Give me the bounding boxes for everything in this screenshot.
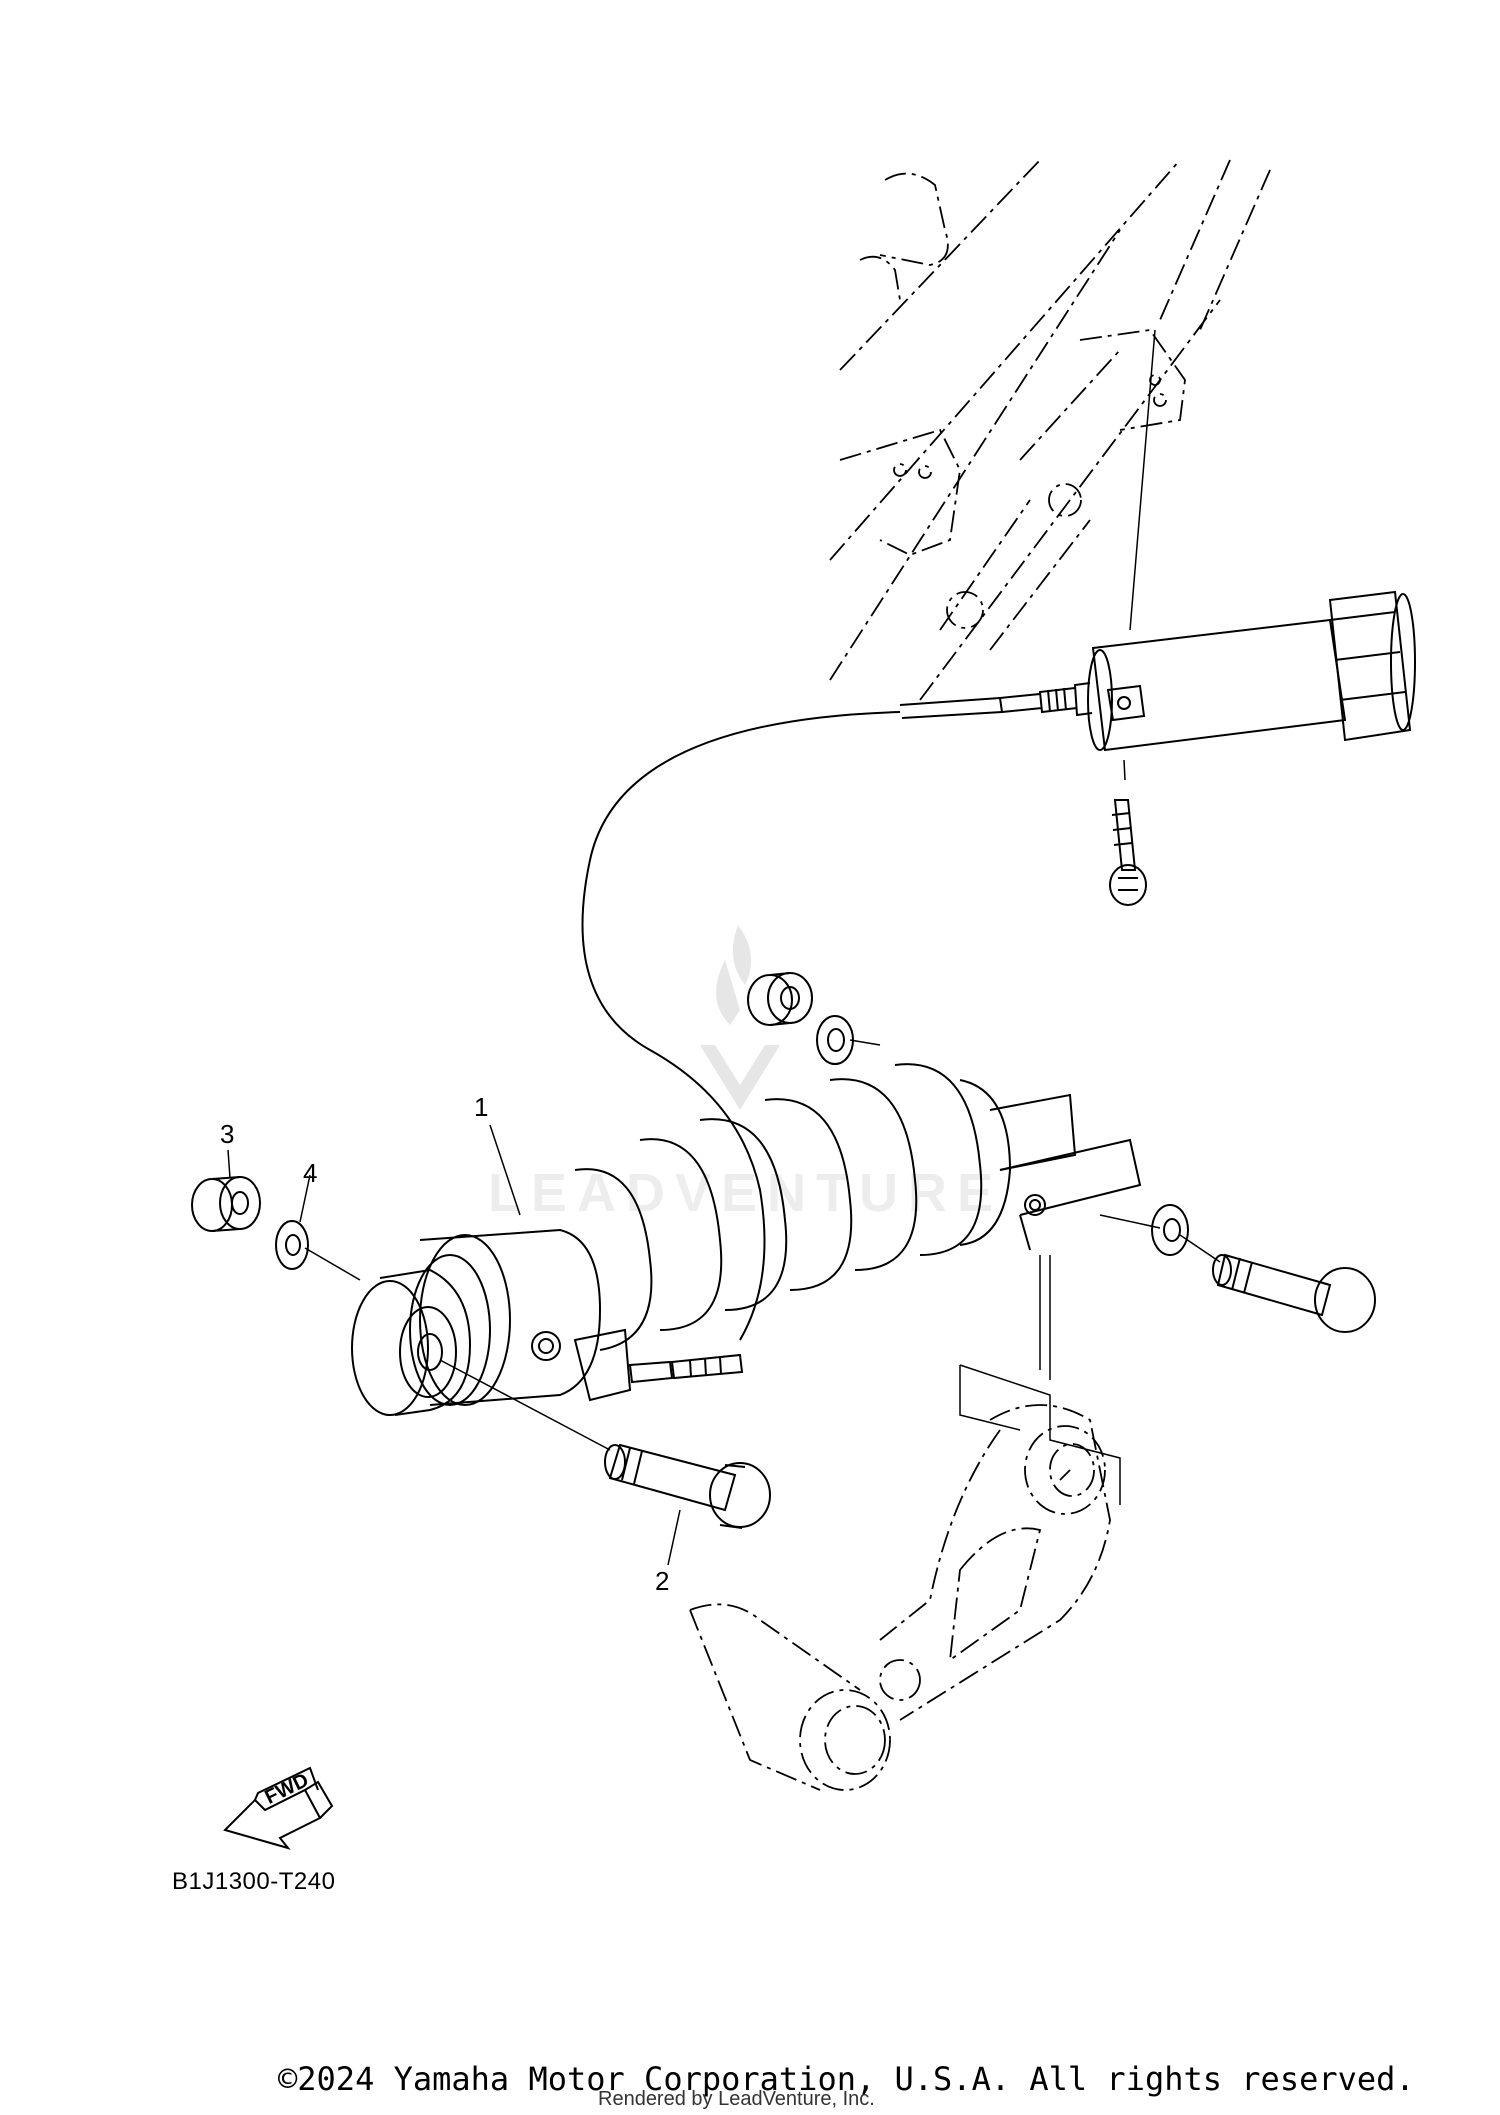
- callout-4: 4: [303, 1158, 318, 1188]
- callout-1-leader: [489, 1124, 521, 1216]
- callout-3: 3: [220, 1119, 235, 1149]
- upper-bolt: [1099, 1204, 1376, 1333]
- diagram-code: B1J1300-T240: [172, 1868, 336, 1895]
- upper-washer: [816, 1015, 881, 1065]
- relay-arm-phantom: [689, 1404, 1111, 1791]
- leadventure-watermark-logo: [700, 925, 780, 1110]
- upper-collar: [747, 972, 813, 1026]
- adjuster-mount-bolt: [1109, 329, 1156, 906]
- reference-bracket: [959, 1255, 1121, 1505]
- copyright-notice: ©2024 Yamaha Motor Corporation, U.S.A. A…: [278, 2060, 1415, 2098]
- washer: [275, 1174, 361, 1281]
- rendered-by-credit: Rendered by LeadVenture, Inc.: [598, 2088, 875, 2110]
- preload-adjuster: [899, 590, 1416, 752]
- shock-absorber-body: [351, 1063, 1142, 1416]
- nut: [191, 1149, 261, 1232]
- callout-1: 1: [474, 1092, 489, 1122]
- remote-hose: [581, 711, 901, 1341]
- watermark-text: LEADVENTURE: [488, 1163, 1004, 1223]
- fwd-arrow-icon: [223, 1766, 334, 1850]
- lower-bolt: [439, 1359, 771, 1566]
- frame-phantom: [829, 159, 1271, 701]
- callout-2: 2: [655, 1566, 670, 1596]
